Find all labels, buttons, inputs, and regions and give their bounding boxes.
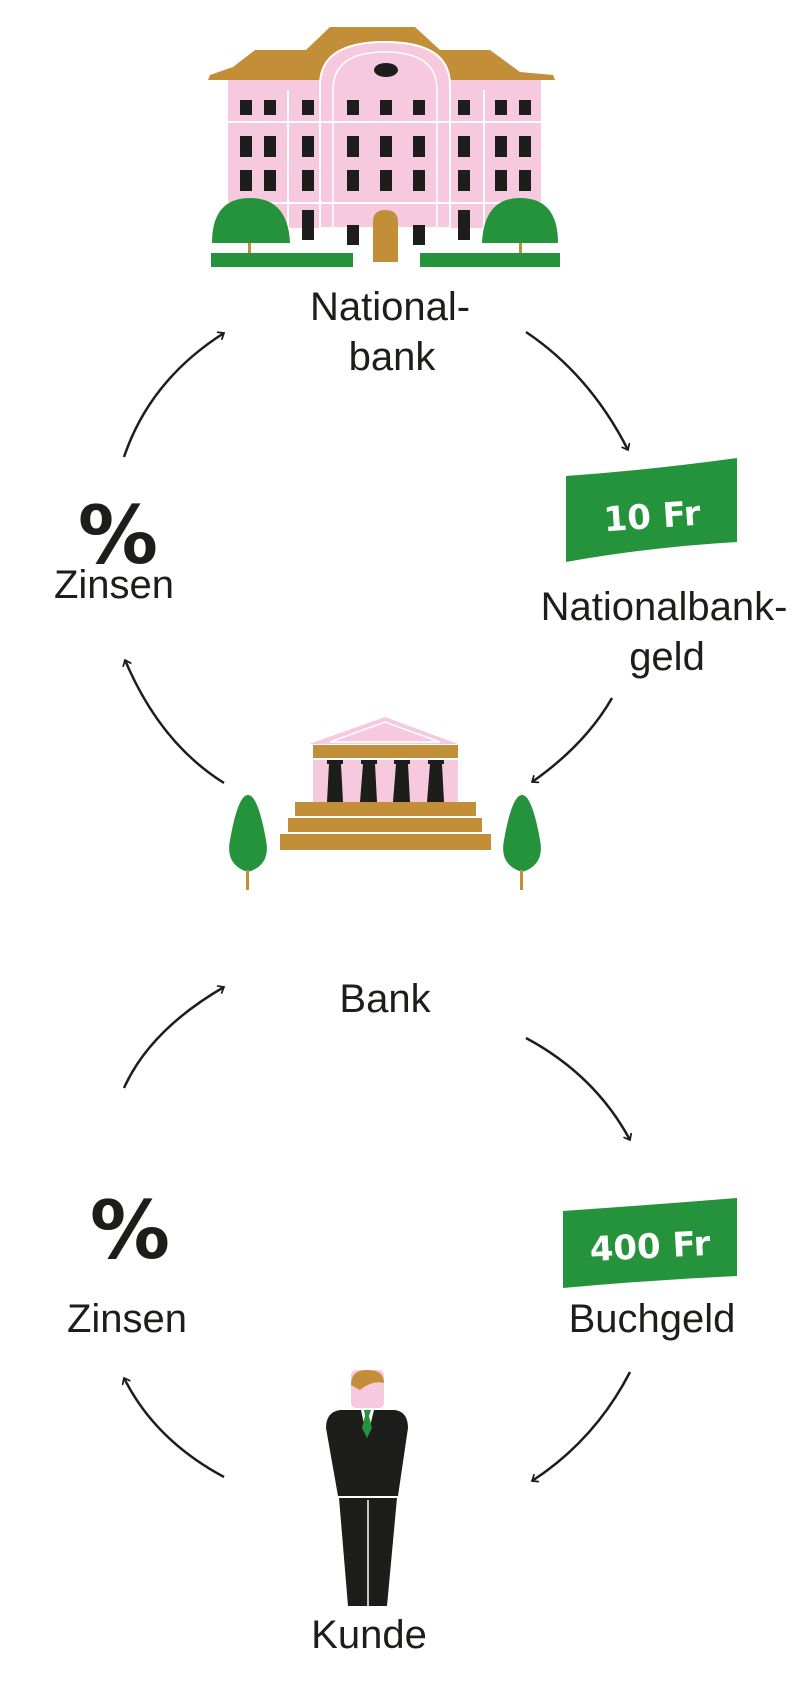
nationalbankgeld-amount: 10 Fr	[602, 494, 702, 541]
nationalbankgeld-label-line2: geld	[629, 635, 705, 679]
buchgeld-label: Buchgeld	[569, 1297, 736, 1341]
nationalbank-label-line2: bank	[349, 335, 437, 379]
arrow-buchgeld-to-kunde	[530, 1371, 632, 1483]
national-bank-building-icon	[208, 27, 560, 267]
buchgeld-amount: 400 Fr	[589, 1224, 712, 1270]
percent-icon: %	[90, 1184, 170, 1277]
arrow-nationalbank-to-geld	[525, 330, 631, 452]
arrow-kunde-to-zinsen	[121, 1376, 225, 1479]
zinsen-bottom-label: Zinsen	[67, 1297, 187, 1341]
arrow-zinsen-to-nationalbank	[122, 331, 226, 458]
arrow-bank-to-zinsen	[122, 658, 225, 785]
arrow-zinsen-to-bank	[122, 985, 226, 1089]
tree-icon	[503, 795, 541, 890]
bank-label: Bank	[339, 977, 431, 1021]
nationalbank-label-line1: National-	[310, 285, 470, 329]
bank-building-icon	[280, 717, 491, 850]
nationalbankgeld-label-line1: Nationalbank-	[541, 585, 788, 629]
arrow-geld-to-bank	[530, 697, 614, 784]
tree-icon	[229, 795, 267, 890]
banknote-flag-icon: 10 Fr	[566, 458, 737, 562]
kunde-label: Kunde	[311, 1613, 427, 1657]
banknote-flag-icon: 400 Fr	[563, 1198, 737, 1288]
zinsen-top-label: Zinsen	[54, 563, 174, 607]
arrow-bank-to-buchgeld	[525, 1036, 633, 1142]
customer-person-icon	[326, 1370, 408, 1606]
percent-icon: %	[78, 489, 158, 582]
